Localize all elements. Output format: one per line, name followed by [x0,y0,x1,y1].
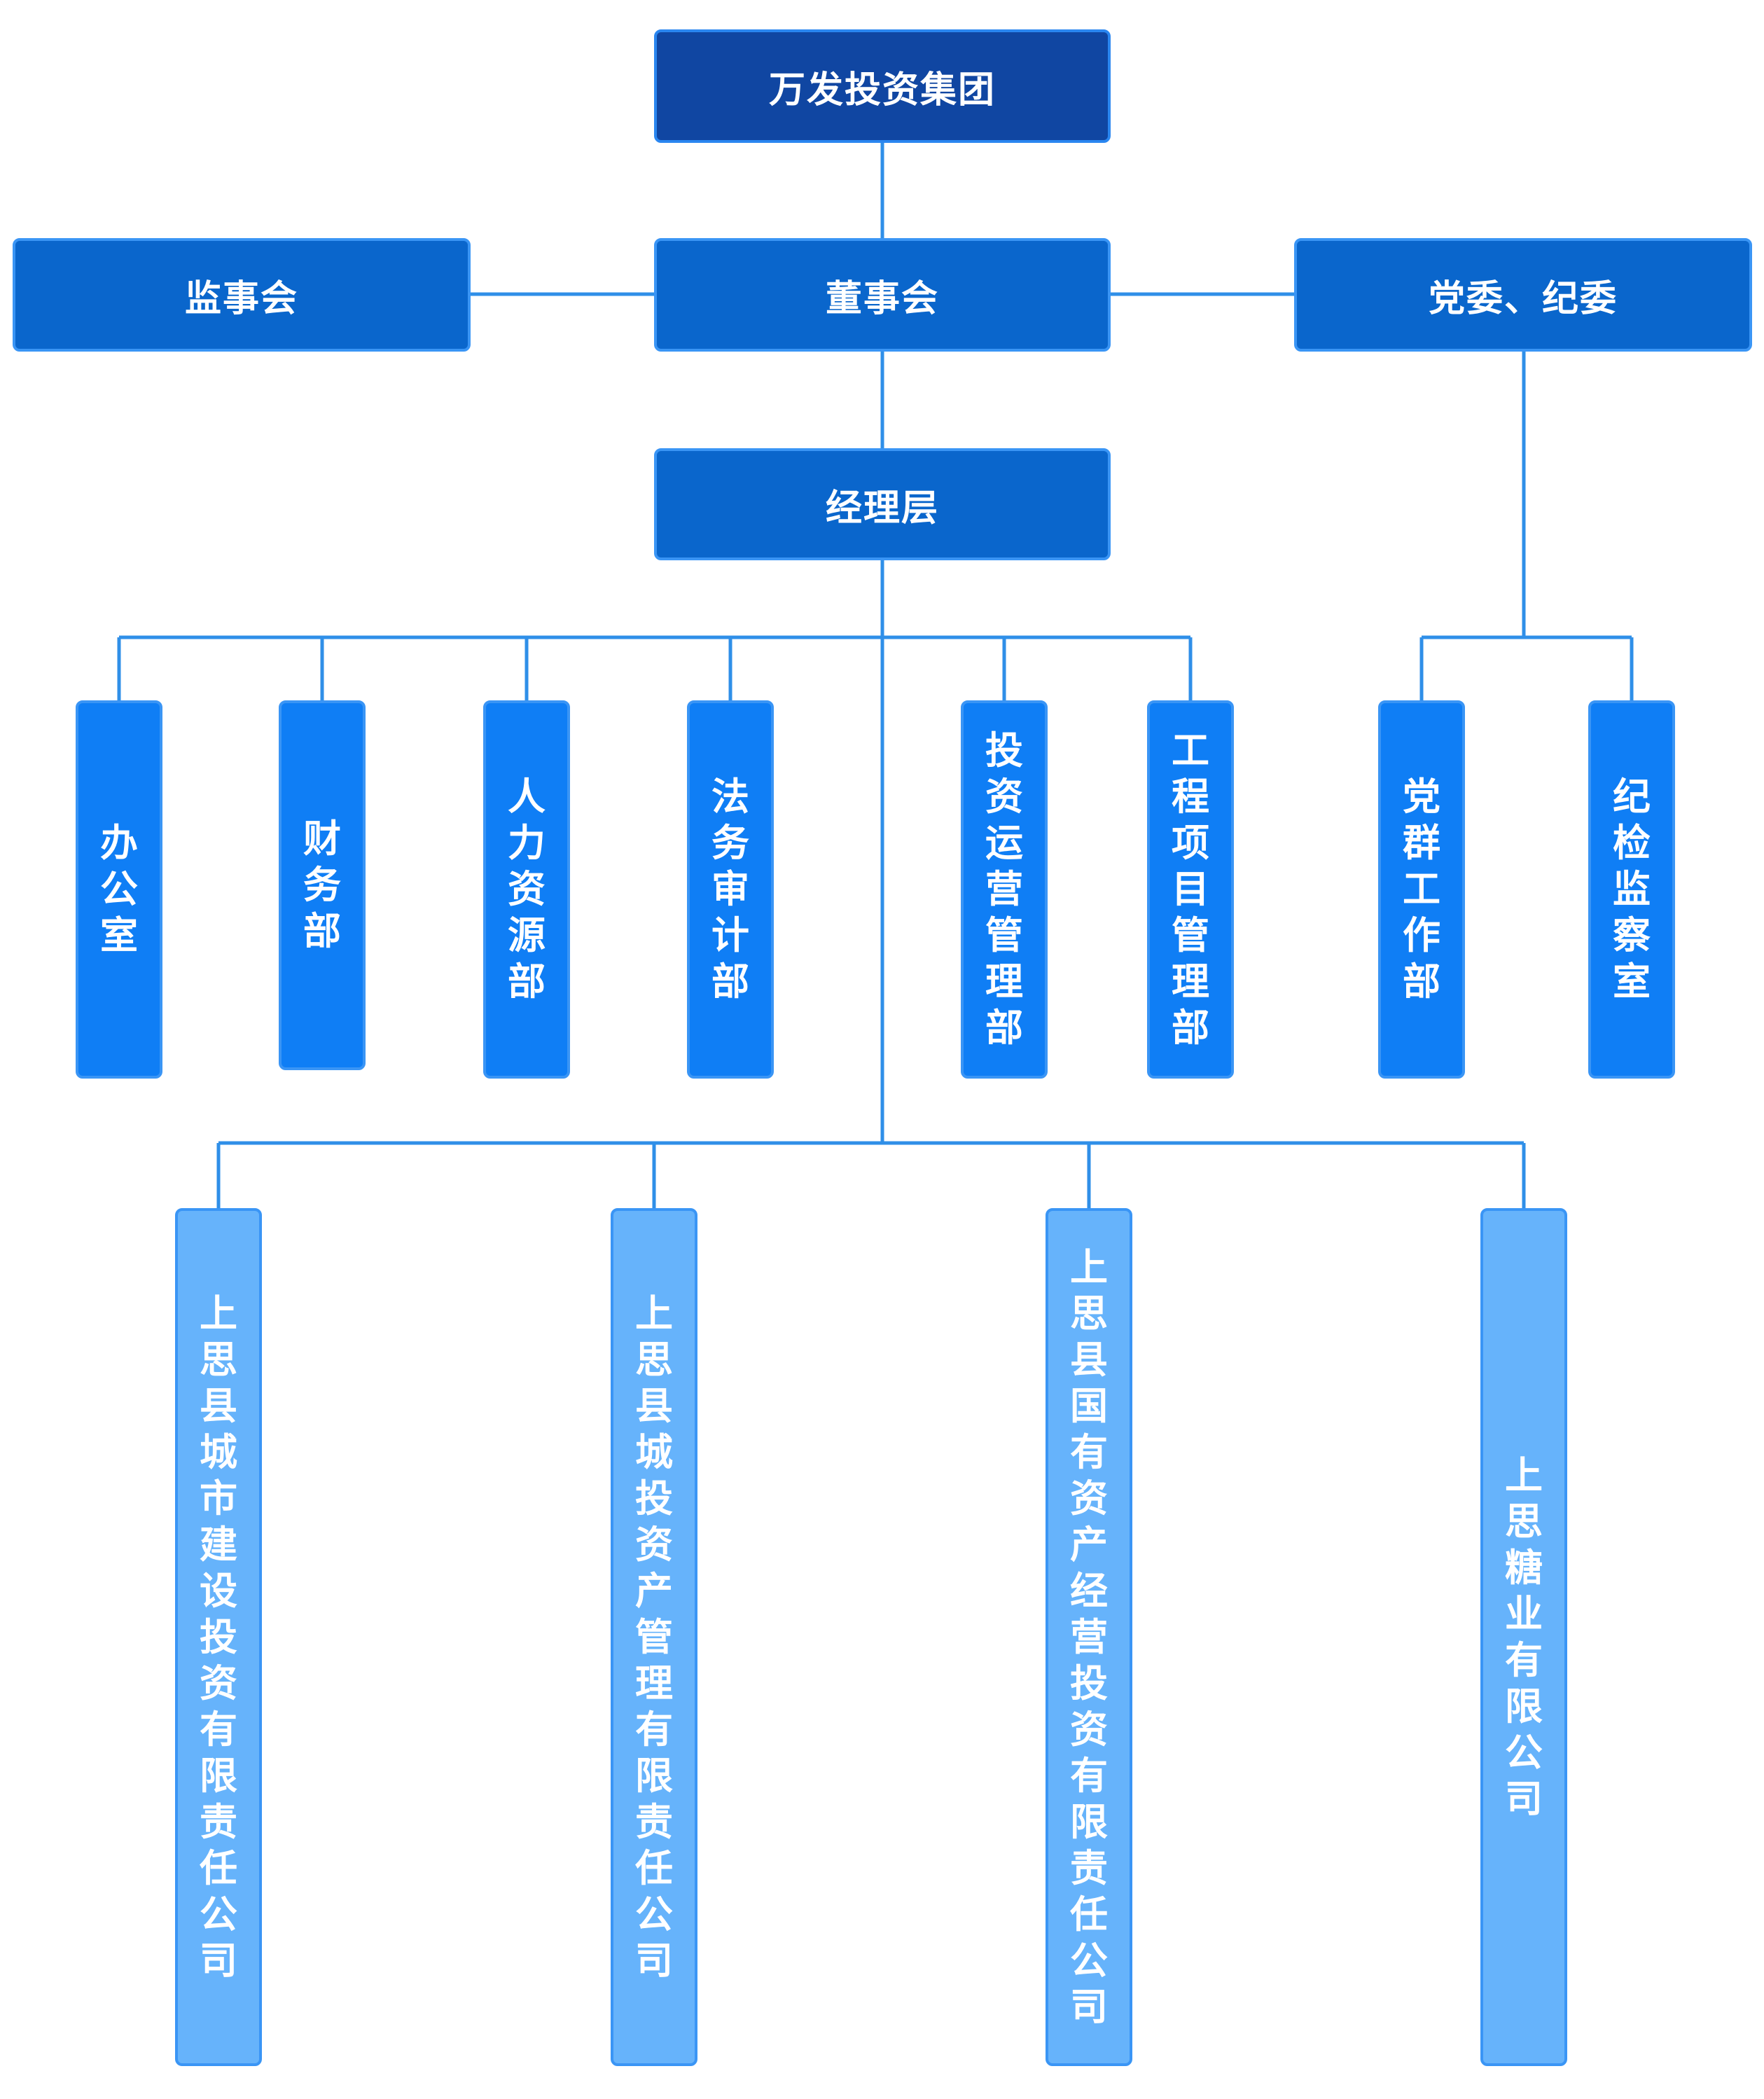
node-management: 经理层 [654,448,1111,560]
node-supervisors-label: 监事会 [184,277,298,320]
node-supervisors: 监事会 [13,238,471,352]
subsidiary-label: 上思县城投资产管理有限责任公司 [635,1291,673,1983]
department-label: 法务审计部 [711,775,749,1004]
node-party-department: 纪检监察室 [1588,700,1675,1079]
node-board: 董事会 [654,238,1111,352]
node-subsidiary: 上思糖业有限公司 [1480,1208,1567,2066]
node-board-label: 董事会 [825,277,939,320]
subsidiary-label: 上思糖业有限公司 [1505,1453,1543,1821]
department-label: 办公室 [100,821,138,957]
department-label: 投资运营管理部 [985,728,1023,1050]
subsidiary-label: 上思县城市建设投资有限责任公司 [200,1291,237,1983]
department-label: 工程项目管理部 [1172,728,1209,1050]
node-root-label: 万发投资集团 [768,69,996,111]
node-department: 办公室 [76,700,162,1079]
node-department: 法务审计部 [687,700,774,1079]
subsidiary-label: 上思县国有资产经营投资有限责任公司 [1070,1245,1108,2029]
node-department: 财务部 [279,700,366,1070]
node-party-department: 党群工作部 [1378,700,1465,1079]
department-label: 人力资源部 [508,775,546,1004]
node-party-label: 党委、纪委 [1428,277,1618,320]
node-subsidiary: 上思县城投资产管理有限责任公司 [611,1208,697,2066]
node-subsidiary: 上思县城市建设投资有限责任公司 [175,1208,262,2066]
party-department-label: 党群工作部 [1403,775,1440,1004]
node-subsidiary: 上思县国有资产经营投资有限责任公司 [1046,1208,1132,2066]
node-management-label: 经理层 [825,487,939,529]
node-department: 工程项目管理部 [1147,700,1234,1079]
node-department: 投资运营管理部 [961,700,1048,1079]
department-label: 财务部 [303,817,341,953]
node-department: 人力资源部 [483,700,570,1079]
node-root: 万发投资集团 [654,29,1111,143]
party-department-label: 纪检监察室 [1613,775,1651,1004]
node-party: 党委、纪委 [1294,238,1752,352]
